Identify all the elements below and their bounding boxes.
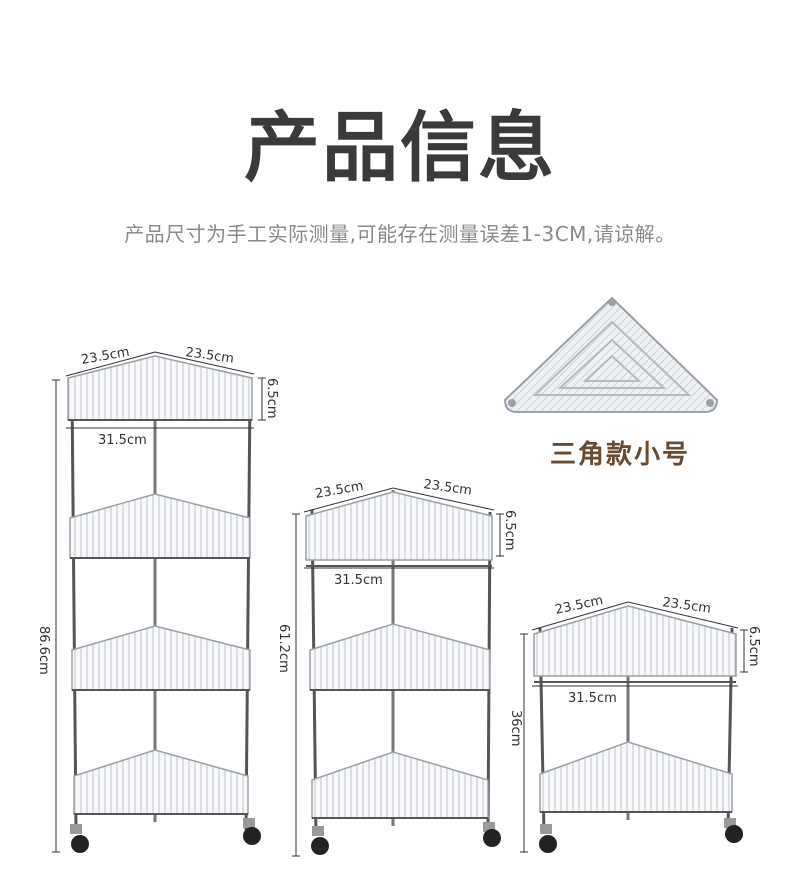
rack-4-tier: 23.5cm 23.5cm 31.5cm 6.5cm 86.6cm [36, 345, 279, 853]
page-title: 产品信息 [244, 103, 556, 192]
rack-tier [533, 605, 737, 683]
rack-3-tier: 23.5cm 23.5cm 31.5cm 6.5cm 61.2cm [276, 477, 517, 857]
dim-width-b: 23.5cm [422, 477, 472, 499]
caster-wheel [724, 818, 743, 843]
dim-depth: 31.5cm [568, 691, 617, 706]
dim-width-a: 23.5cm [554, 593, 605, 618]
tray-caption: 三角款小号 [549, 440, 690, 470]
dim-width-b: 23.5cm [661, 595, 711, 617]
caster-wheel [70, 824, 89, 853]
rack-tier [311, 751, 489, 819]
dim-total-height: 36cm [508, 710, 523, 746]
rack-tier [71, 625, 251, 691]
dim-tier-height: 6.5cm [502, 510, 517, 551]
rack-tier [69, 493, 251, 559]
dim-width-b: 23.5cm [184, 345, 234, 367]
dim-width-a: 23.5cm [314, 479, 365, 502]
dim-total-height: 86.6cm [36, 626, 51, 675]
caster-wheel [243, 818, 261, 845]
caster-wheel [539, 824, 557, 853]
tray-image [503, 296, 719, 413]
dim-depth: 31.5cm [334, 573, 383, 588]
rack-tier [305, 491, 493, 567]
caster-wheel [483, 822, 501, 847]
rack-2-tier: 23.5cm 23.5cm 31.5cm 6.5cm 36cm [508, 593, 761, 853]
dim-tier-height: 6.5cm [264, 378, 279, 419]
dim-total-height: 61.2cm [276, 624, 291, 673]
rack-tier [309, 623, 491, 691]
dim-depth: 31.5cm [98, 433, 147, 448]
rack-tier [67, 355, 253, 421]
rack-tier [73, 749, 249, 815]
caster-wheel [311, 826, 329, 855]
measurement-note: 产品尺寸为手工实际测量,可能存在测量误差1-3CM,请谅解。 [124, 222, 676, 246]
dim-tier-height: 6.5cm [746, 626, 761, 667]
rack-tier [539, 741, 733, 813]
